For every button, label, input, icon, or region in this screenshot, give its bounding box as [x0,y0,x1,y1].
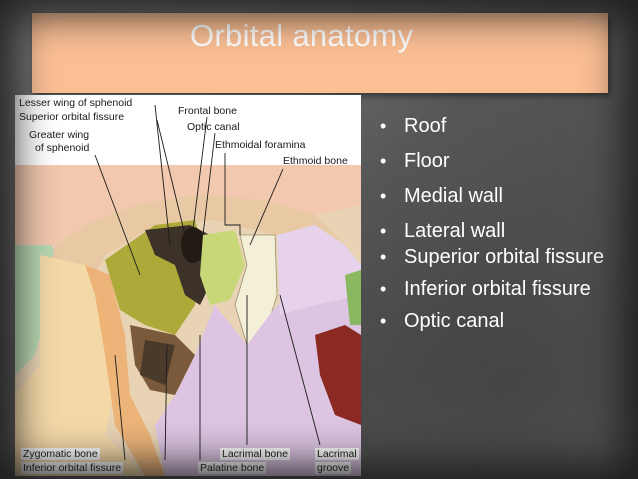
bullet-list: •Roof •Floor •Medial wall •Lateral wall … [378,114,608,344]
label-ethmoid-bone: Ethmoid bone [283,155,348,167]
bullet-item: • Optic canal [378,309,608,333]
bullet-text: Inferior orbital fissure [404,278,591,300]
bullet-text: Floor [404,150,450,172]
bullet-text: Optic canal [404,310,504,332]
label-zygomatic-bone: Zygomatic bone [21,448,100,460]
label-lacrimal-groove-2: groove [315,462,351,474]
bullet-dot-icon: • [380,277,386,301]
bullet-item: • Superior orbital fissure [378,245,608,269]
orbit-anatomy-figure: Lesser wing of sphenoid Superior orbital… [15,95,361,476]
title-bar: Orbital anatomy [32,13,608,93]
bullet-dot-icon: • [380,309,386,333]
bullet-dot-icon: • [380,219,386,243]
label-greater-wing-1: Greater wing [29,129,89,141]
bullet-text: Roof [404,115,446,137]
bullet-text: Superior orbital fissure [404,246,604,268]
slide-title: Orbital anatomy [190,18,413,54]
bullet-item: • Medial wall [378,184,608,208]
label-greater-wing-2: of sphenoid [35,142,89,154]
bullet-item: • Roof [378,114,608,138]
label-lesser-wing: Lesser wing of sphenoid [19,97,132,109]
bullet-item: • Lateral wall [378,219,608,243]
label-lacrimal-groove-1: Lacrimal [315,448,359,460]
label-inferior-fissure: Inferior orbital fissure [21,462,123,474]
bullet-text: Medial wall [404,185,503,207]
bullet-dot-icon: • [380,184,386,208]
bullet-dot-icon: • [380,114,386,138]
bullet-dot-icon: • [380,245,386,269]
bullet-item: • Floor [378,149,608,173]
label-frontal-bone: Frontal bone [178,105,237,117]
label-optic-canal: Optic canal [187,121,240,133]
label-superior-fissure: Superior orbital fissure [19,111,124,123]
label-palatine-bone: Palatine bone [198,462,266,474]
label-lacrimal-bone: Lacrimal bone [220,448,290,460]
bullet-text: Lateral wall [404,220,505,242]
bullet-dot-icon: • [380,149,386,173]
label-ethmoidal-foramina: Ethmoidal foramina [215,139,305,151]
bullet-item: • Inferior orbital fissure [378,277,608,301]
